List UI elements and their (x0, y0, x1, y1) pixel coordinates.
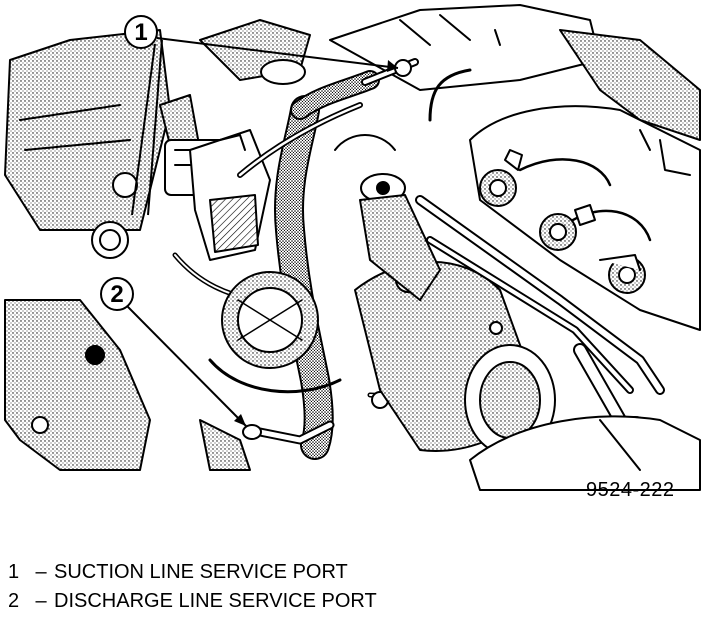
callout-2-number: 2 (110, 281, 123, 308)
legend-item-2: 2–DISCHARGE LINE SERVICE PORT (8, 587, 377, 616)
valve-cover (469, 415, 701, 491)
legend-item-2-number: 2 (8, 590, 20, 612)
legend-item-2-separator: – (35, 590, 47, 612)
figure-id: 9524-222 (586, 479, 675, 501)
legend-item-1-separator: – (35, 561, 47, 583)
suction-line-tube (361, 58, 419, 86)
callout-1-leader-c (147, 39, 163, 216)
callout-1-number: 1 (134, 19, 147, 46)
throttle-body (334, 134, 441, 301)
relay-housing (189, 129, 271, 261)
callout-1: 1 (124, 15, 399, 216)
callout-2-arrowhead (234, 414, 246, 426)
callout-1-arrowhead (387, 60, 398, 72)
alternator (354, 260, 556, 456)
legend-item-2-label: DISCHARGE LINE SERVICE PORT (54, 590, 377, 612)
cylinder-head (428, 68, 701, 331)
legend-item-1: 1–SUCTION LINE SERVICE PORT (8, 558, 377, 587)
engine-bay-illustration: 1 2 (4, 4, 701, 491)
compressor-pulley (208, 271, 342, 394)
callout-1-leader-b (131, 43, 156, 216)
discharge-line-tube (199, 419, 335, 471)
legend: 1–SUCTION LINE SERVICE PORT 2–DISCHARGE … (8, 558, 377, 616)
legend-item-1-number: 1 (8, 561, 20, 583)
left-fender-panel (4, 29, 171, 471)
callout-2: 2 (100, 277, 247, 427)
callout-2-leader (126, 305, 247, 427)
callout-1-leader-a (156, 37, 399, 69)
legend-item-1-label: SUCTION LINE SERVICE PORT (54, 561, 348, 583)
cowl-panel (329, 4, 701, 141)
